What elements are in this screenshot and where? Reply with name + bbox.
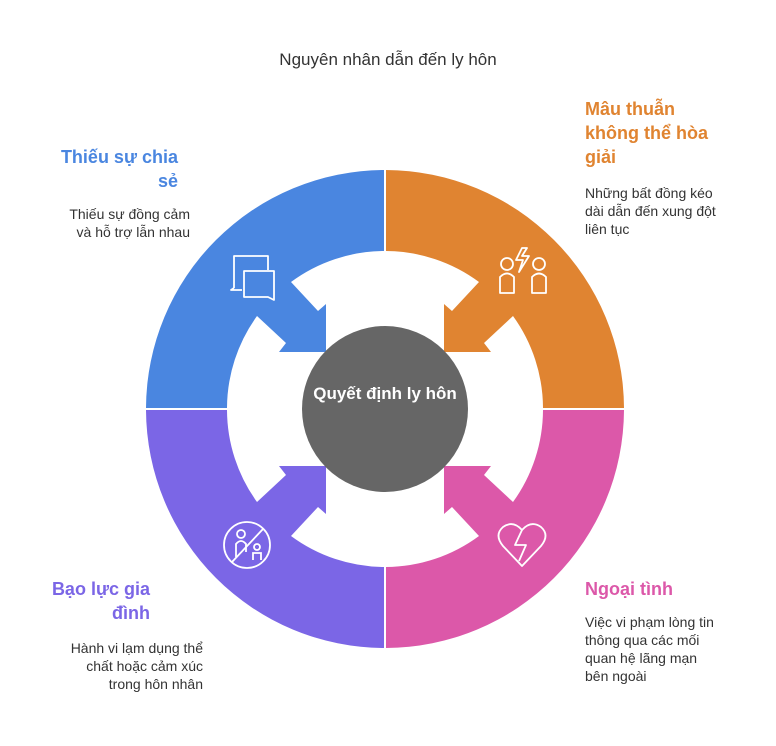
cause-title-infidelity: Ngoại tình xyxy=(585,577,765,601)
cause-title-conflict: Mâu thuẫn không thể hòa giải xyxy=(585,97,765,169)
desc-line: Những bất đồng kéo xyxy=(585,185,713,201)
broken-heart-icon xyxy=(497,523,547,567)
segment-irreconcilable-conflict xyxy=(386,170,624,408)
cause-title-violence: Bạo lực gia đình xyxy=(0,577,150,625)
segment-domestic-violence xyxy=(146,410,384,648)
title-line: Mâu thuẫn xyxy=(585,99,675,119)
cause-title-lack-of-sharing: Thiếu sự chia sẻ xyxy=(20,145,178,193)
desc-line: trong hôn nhân xyxy=(108,676,203,692)
cause-desc-infidelity: Việc vi phạm lòng tin thông qua các mối … xyxy=(585,613,765,685)
cause-desc-lack-of-sharing: Thiếu sự đồng cảm và hỗ trợ lẫn nhau xyxy=(20,205,190,241)
desc-line: Việc vi phạm lòng tin xyxy=(585,614,714,630)
title-line: Ngoại tình xyxy=(585,579,673,599)
desc-line: dài dẫn đến xung đột xyxy=(585,203,716,219)
diagram-title: Nguyên nhân dẫn đến ly hôn xyxy=(279,50,497,69)
desc-line: Thiếu sự đồng cảm xyxy=(69,206,190,222)
no-violence-icon xyxy=(223,521,271,569)
cause-desc-violence: Hành vi lạm dụng thể chất hoặc cảm xúc t… xyxy=(0,639,203,693)
desc-line: bên ngoài xyxy=(585,668,647,684)
cause-desc-conflict: Những bất đồng kéo dài dẫn đến xung đột … xyxy=(585,184,765,238)
center-circle xyxy=(302,326,468,492)
desc-line: thông qua các mối xyxy=(585,632,700,648)
desc-line: Hành vi lạm dụng thể xyxy=(70,640,203,656)
desc-line: quan hệ lãng mạn xyxy=(585,650,698,666)
segment-infidelity xyxy=(386,410,624,648)
chat-bubbles-icon xyxy=(230,255,275,301)
title-line: giải xyxy=(585,147,617,167)
title-line: sẻ xyxy=(157,171,178,191)
desc-line: chất hoặc cảm xúc xyxy=(86,658,203,674)
desc-line: liên tục xyxy=(585,221,630,237)
conflict-people-icon xyxy=(499,247,547,294)
desc-line: và hỗ trợ lẫn nhau xyxy=(76,224,190,240)
center-label: Quyết định ly hôn xyxy=(313,384,457,403)
title-line: Bạo lực gia xyxy=(51,579,150,599)
title-line: Thiếu sự chia xyxy=(60,147,178,167)
segment-lack-of-sharing xyxy=(146,170,384,408)
title-line: không thể hòa xyxy=(585,123,708,143)
title-line: đình xyxy=(112,603,150,623)
